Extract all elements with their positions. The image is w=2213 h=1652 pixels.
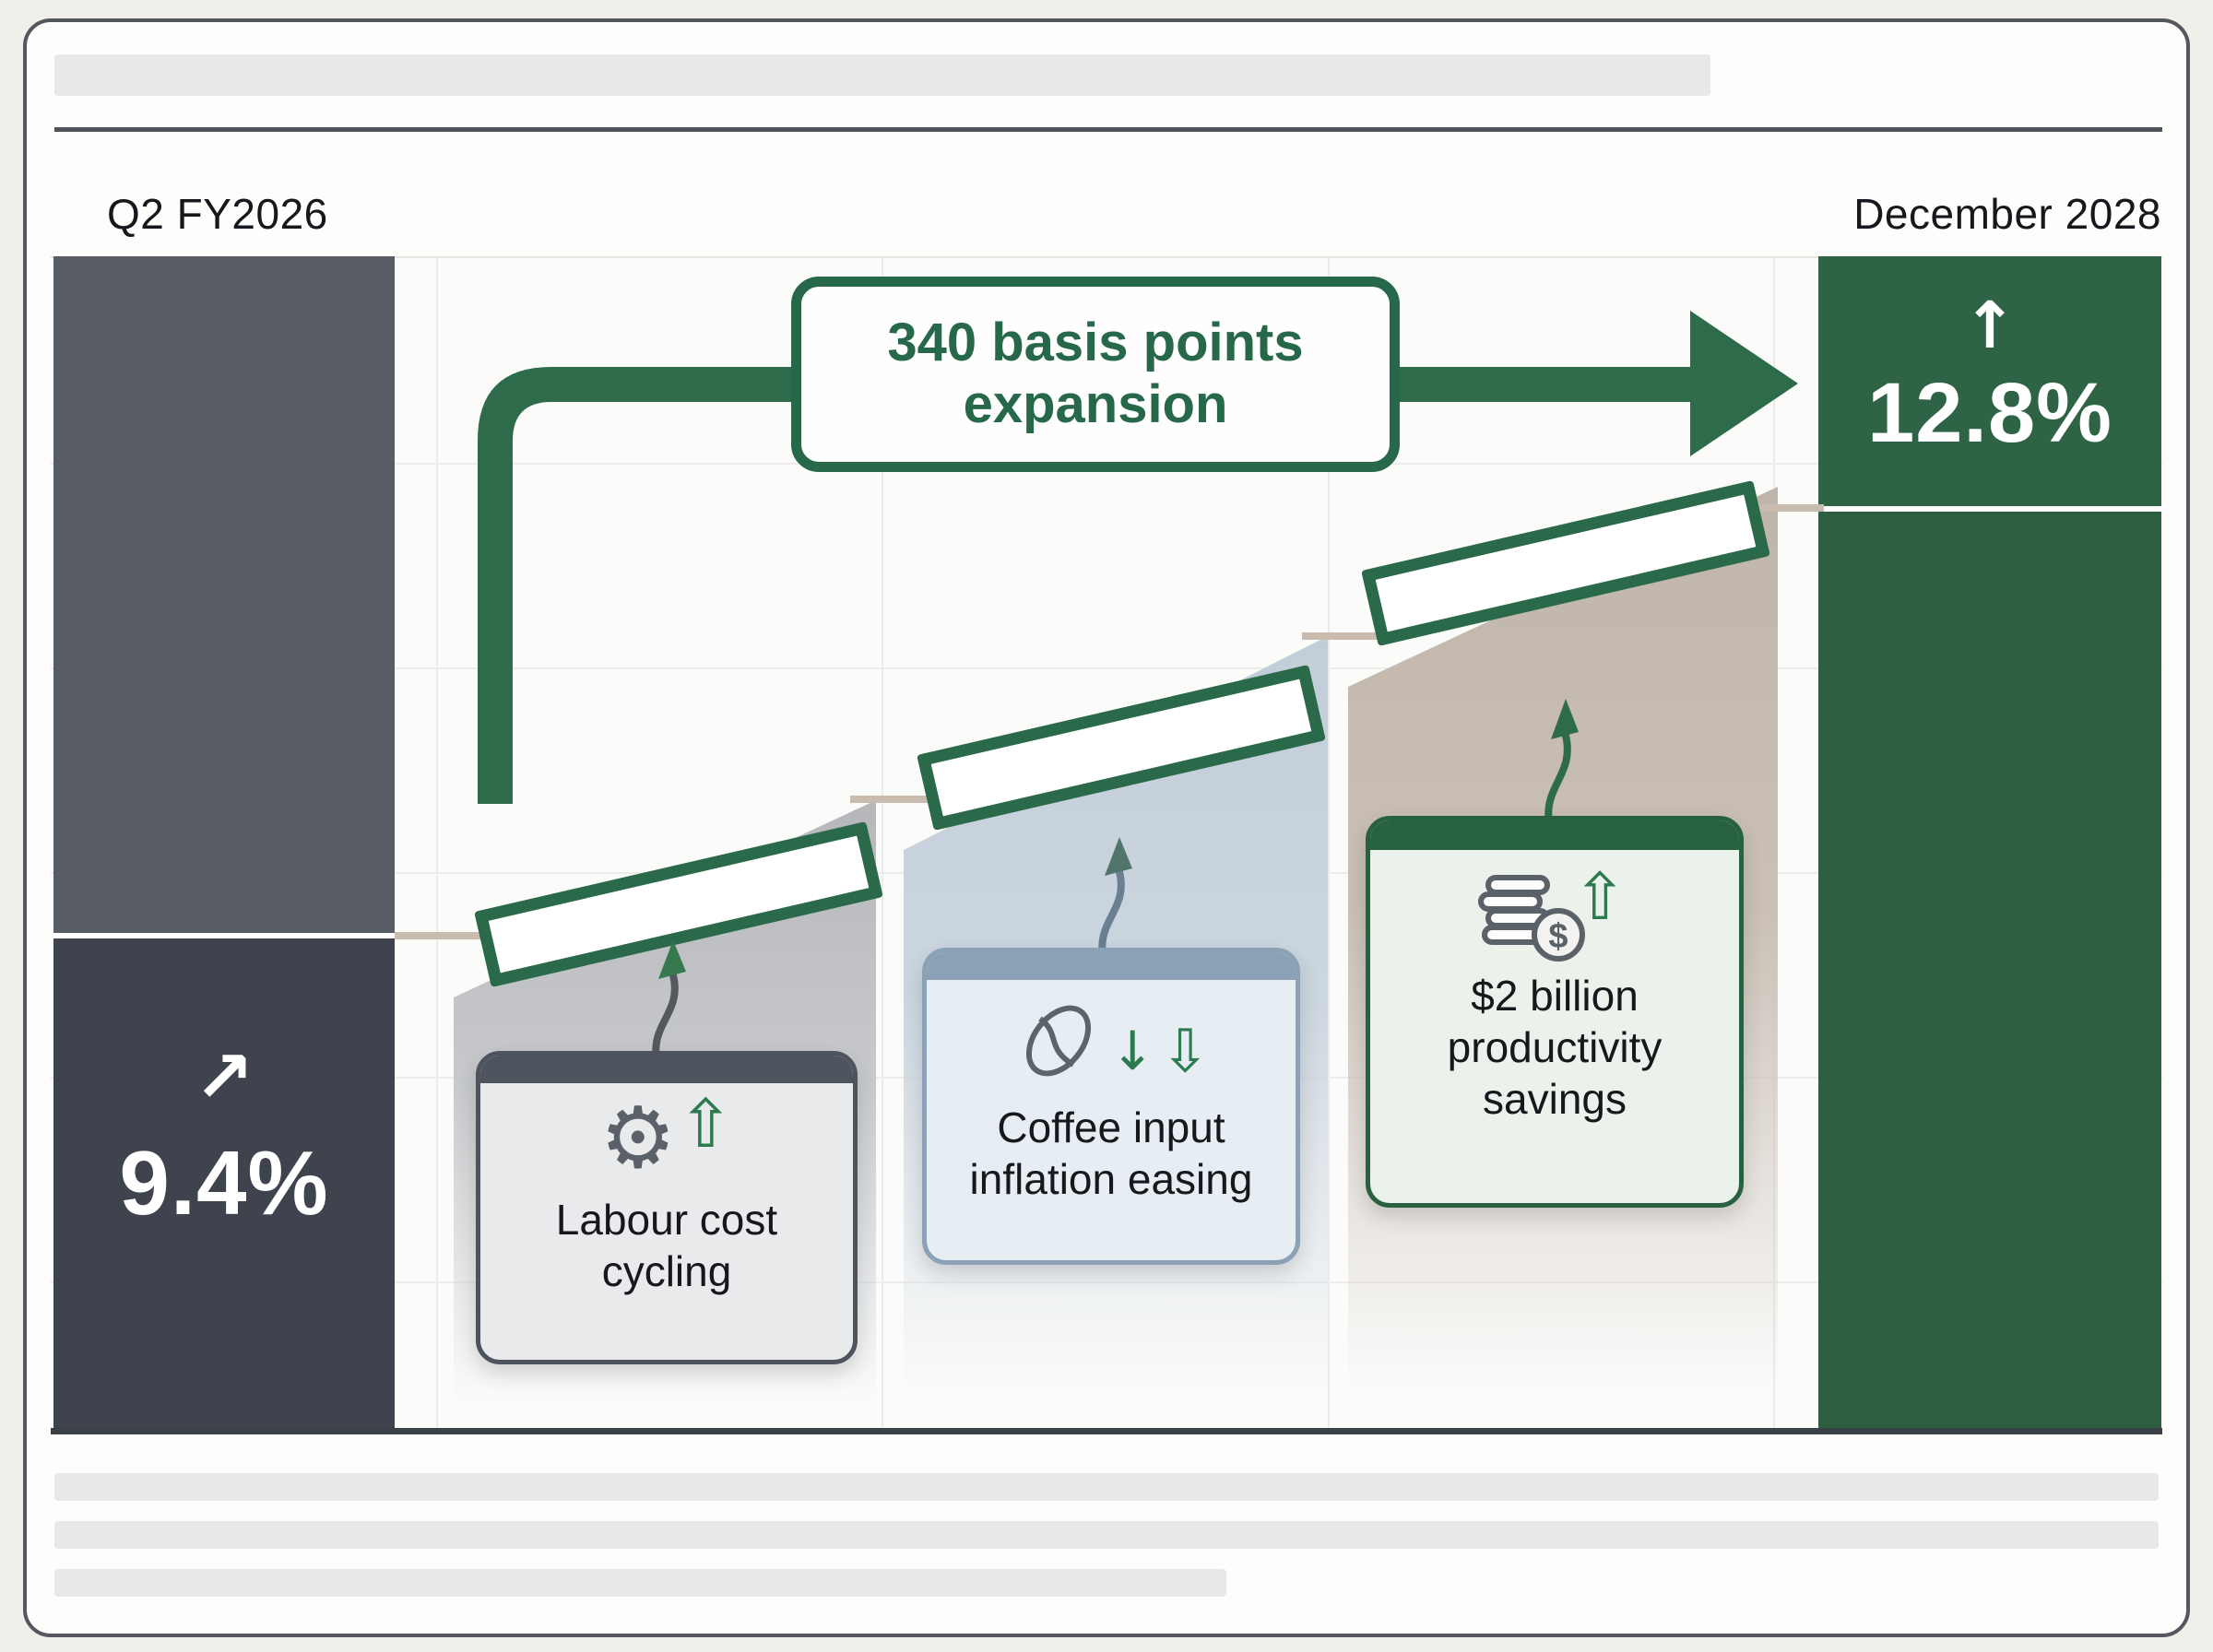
start-margin-value: 9.4% — [119, 1132, 329, 1233]
end-bar-lower — [1818, 512, 2161, 1430]
coffee-bean-icon — [1025, 1005, 1091, 1077]
header-rule — [54, 127, 2162, 132]
start-bar-margin-line — [53, 933, 395, 938]
driver-card-coffee: ↓ ⇩ Coffee input inflation easing — [922, 948, 1300, 1265]
chart-baseline — [51, 1428, 2162, 1434]
dollar-sign: $ — [1548, 917, 1568, 956]
gear-icon: ⚙ — [599, 1089, 677, 1187]
level-connector — [1741, 504, 1824, 512]
driver-card-productivity: $ ⇧ $2 billion productivity savings — [1366, 816, 1744, 1208]
end-margin-value: 12.8% — [1867, 366, 2112, 460]
gridline — [1328, 258, 1330, 1434]
arrow-up-icon: ↑ — [1962, 288, 2018, 363]
down-arrow-icon: ↓ — [1109, 1020, 1155, 1082]
up-arrow-icon: ⇧ — [678, 1085, 734, 1162]
card-header — [1370, 820, 1739, 850]
card-header — [927, 952, 1296, 980]
card-label: Coffee input inflation easing — [969, 1103, 1253, 1204]
up-arrow-icon: ⇧ — [1572, 859, 1627, 935]
gridline — [436, 258, 438, 1434]
start-bar-lower — [53, 938, 395, 1432]
card-label: $2 billion productivity savings — [1447, 972, 1663, 1124]
label-start-period: Q2 FY2026 — [107, 190, 328, 238]
level-connector — [850, 796, 931, 803]
end-bar-margin-line — [1818, 506, 2161, 512]
end-bar-value-group: ↑ 12.8% — [1818, 293, 2161, 455]
level-connector — [395, 932, 487, 939]
skeleton-text-line — [54, 1569, 1226, 1597]
level-connector — [1302, 632, 1378, 640]
card-header — [480, 1056, 853, 1083]
skeleton-text-line — [54, 1473, 2159, 1501]
skeleton-text-line — [54, 1521, 2159, 1549]
trend-up-right-icon: ↗ — [194, 1036, 254, 1119]
expansion-callout: 340 basis points expansion — [791, 277, 1400, 472]
wiggly-arrow-icon — [652, 940, 686, 1058]
end-bar-upper — [1818, 256, 2161, 506]
callout-line2: expansion — [963, 374, 1228, 434]
start-bar-value-group: ↗ 9.4% — [53, 1042, 395, 1228]
down-arrow-hollow-icon: ⇩ — [1160, 1018, 1211, 1086]
gridline — [51, 667, 2162, 669]
wiggly-arrow-icon — [1098, 837, 1132, 955]
gridline — [882, 258, 883, 1434]
wiggly-arrow-icon — [1544, 699, 1579, 822]
driver-card-labour: ⚙ ⇧ Labour cost cycling — [476, 1051, 858, 1364]
coins-icon: $ — [1477, 875, 1585, 962]
callout-line1: 340 basis points — [887, 313, 1304, 373]
card-label: Labour cost cycling — [555, 1196, 778, 1296]
skeleton-title-bar — [54, 54, 1710, 96]
start-bar-upper — [53, 256, 395, 933]
label-end-period: December 2028 — [1853, 190, 2161, 238]
